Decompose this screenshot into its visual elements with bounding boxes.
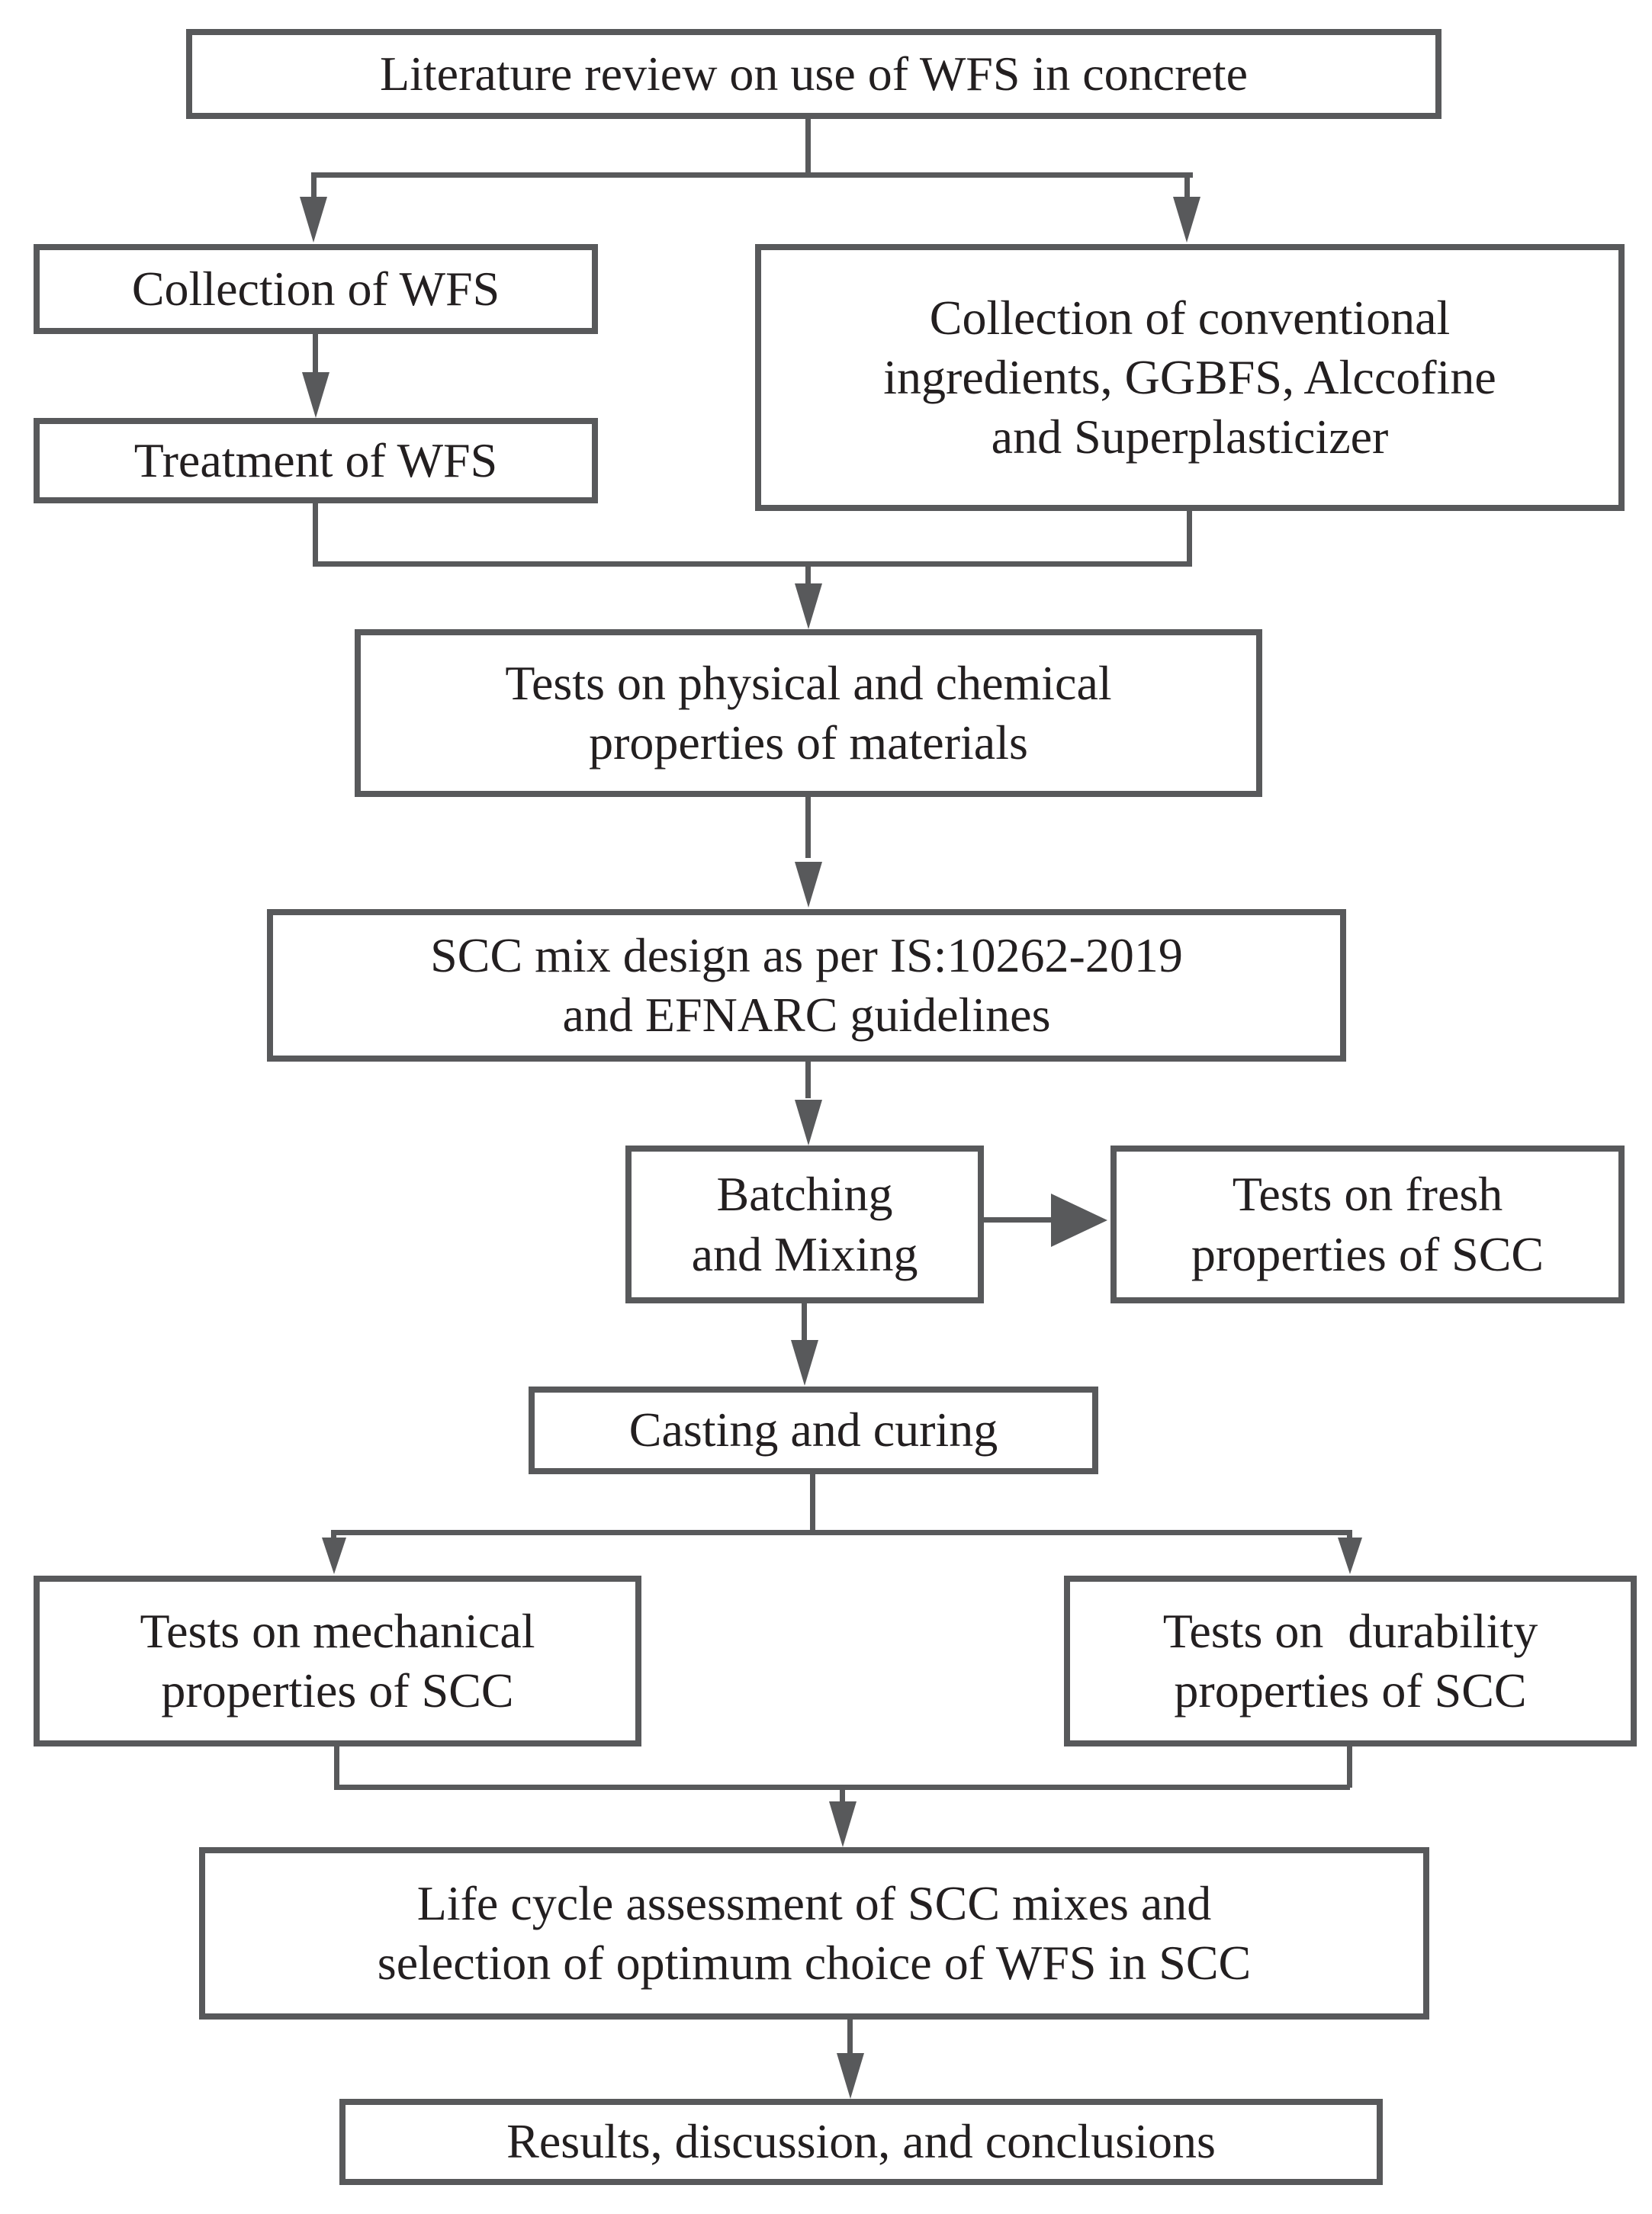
arrowhead-to-casting-icon <box>791 1340 818 1386</box>
arrowhead-to-tests-durability-icon <box>1338 1538 1362 1574</box>
arrowhead-to-collection-wfs-icon <box>300 197 327 243</box>
connector-physical-sccmix-stem <box>805 797 811 858</box>
node-collection-conventional-label: Collection of conventional ingredients, … <box>883 290 1496 464</box>
connector-batching-fresh-stem <box>984 1217 1054 1223</box>
node-casting-curing: Casting and curing <box>529 1387 1098 1474</box>
arrowhead-to-scc-mix-icon <box>795 862 822 908</box>
node-tests-durability: Tests on durability properties of SCC <box>1064 1576 1637 1746</box>
node-collection-conventional: Collection of conventional ingredients, … <box>755 244 1625 511</box>
connector-batching-casting-stem <box>802 1303 807 1343</box>
node-tests-physical-chemical-label: Tests on physical and chemical propertie… <box>505 655 1112 770</box>
node-batching-mixing: Batching and Mixing <box>625 1146 984 1303</box>
arrowhead-to-batching-icon <box>795 1100 822 1146</box>
connector-split1-line <box>311 172 1193 178</box>
connector-collection-treatment-stem <box>313 334 318 374</box>
connector-split1-right-stem <box>1184 172 1190 198</box>
node-literature-review: Literature review on use of WFS in concr… <box>186 29 1441 119</box>
arrowhead-to-tests-mechanical-icon <box>322 1538 346 1574</box>
arrowhead-to-tests-fresh-icon <box>1051 1194 1107 1247</box>
connector-litreview-stem <box>805 119 811 178</box>
node-literature-review-label: Literature review on use of WFS in concr… <box>380 46 1248 101</box>
connector-merge2-line <box>334 1785 1350 1790</box>
connector-treatment-down-stem <box>313 503 318 567</box>
node-scc-mix-design: SCC mix design as per IS:10262-2019 and … <box>267 909 1346 1062</box>
node-life-cycle: Life cycle assessment of SCC mixes and s… <box>199 1847 1429 2020</box>
arrowhead-to-results-icon <box>837 2053 864 2099</box>
node-treatment-wfs-label: Treatment of WFS <box>133 432 498 487</box>
node-batching-mixing-label: Batching and Mixing <box>691 1167 918 1281</box>
connector-conventional-down-stem <box>1187 511 1192 567</box>
arrowhead-to-collection-conventional-icon <box>1173 197 1200 243</box>
node-scc-mix-design-label: SCC mix design as per IS:10262-2019 and … <box>430 927 1183 1042</box>
connector-casting-stem <box>810 1474 815 1532</box>
connector-merge2-stem <box>840 1788 845 1804</box>
connector-split2-right-stem <box>1347 1530 1352 1541</box>
connector-sccmix-batching-stem <box>805 1062 811 1098</box>
node-life-cycle-label: Life cycle assessment of SCC mixes and s… <box>377 1875 1252 1990</box>
node-collection-wfs-label: Collection of WFS <box>131 261 500 316</box>
node-collection-wfs: Collection of WFS <box>34 244 598 334</box>
node-tests-physical-chemical: Tests on physical and chemical propertie… <box>355 629 1262 797</box>
node-tests-fresh: Tests on fresh properties of SCC <box>1110 1146 1625 1303</box>
node-tests-fresh-label: Tests on fresh properties of SCC <box>1191 1167 1544 1281</box>
connector-split2-line <box>331 1530 1350 1535</box>
node-tests-mechanical: Tests on mechanical properties of SCC <box>34 1576 641 1746</box>
connector-split2-left-stem <box>331 1530 336 1541</box>
node-tests-mechanical-label: Tests on mechanical properties of SCC <box>140 1603 535 1718</box>
node-casting-curing-label: Casting and curing <box>628 1403 998 1457</box>
connector-lifecycle-results-stem <box>847 2020 853 2056</box>
node-tests-durability-label: Tests on durability properties of SCC <box>1162 1603 1538 1718</box>
connector-merge1-stem <box>805 561 811 587</box>
node-results-label: Results, discussion, and conclusions <box>506 2114 1216 2169</box>
connector-durability-down-stem <box>1347 1746 1352 1788</box>
connector-merge1-line <box>313 561 1192 567</box>
connector-mechanical-down-stem <box>334 1746 339 1788</box>
arrowhead-to-treatment-wfs-icon <box>302 372 329 418</box>
arrowhead-to-life-cycle-icon <box>829 1801 857 1847</box>
node-results: Results, discussion, and conclusions <box>339 2099 1383 2185</box>
arrowhead-to-tests-physical-icon <box>795 583 822 629</box>
connector-split1-left-stem <box>311 172 317 198</box>
node-treatment-wfs: Treatment of WFS <box>34 418 598 503</box>
